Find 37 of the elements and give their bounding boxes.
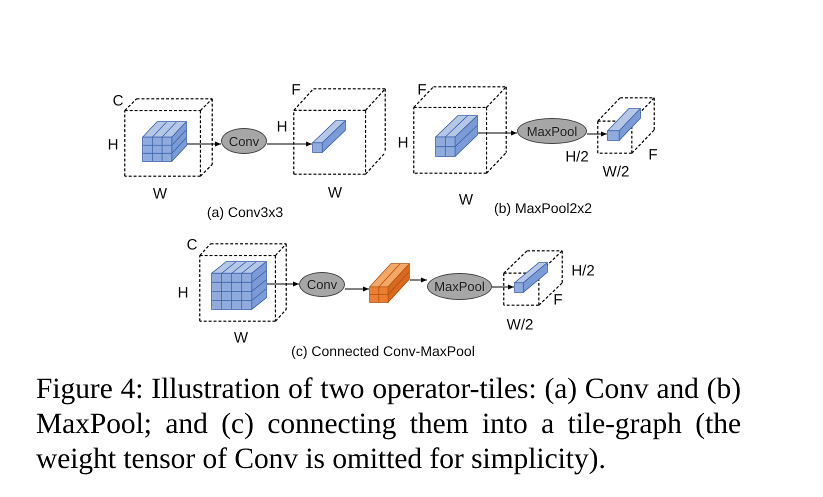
operator-ellipse [427, 273, 492, 300]
dimension-label: W [328, 184, 342, 202]
dimension-label: W [234, 330, 248, 346]
dimension-label: F [417, 82, 427, 98]
dimension-label: H/2 [571, 262, 595, 280]
arrow [267, 282, 299, 286]
dimension-label: W [458, 192, 474, 208]
arrow [492, 284, 514, 290]
dimension-label: W/2 [602, 164, 630, 180]
operator-label: MaxPool [526, 124, 578, 138]
operator-label: Conv [306, 277, 338, 292]
dimension-label: H/2 [565, 148, 589, 166]
dimension-label: H [108, 136, 118, 154]
dimension-label: H [178, 284, 188, 302]
panel-caption: (c) Connected Conv-MaxPool [291, 343, 475, 359]
panel-caption: (b) MaxPool2x2 [494, 200, 592, 216]
dimension-label: C [186, 236, 198, 254]
operator-label: MaxPool [434, 279, 485, 294]
dimension-label: F [291, 82, 301, 98]
dimension-label: W/2 [506, 316, 534, 334]
dimension-label: H [398, 134, 408, 152]
dimension-label: H [276, 118, 288, 136]
arrow [345, 286, 369, 292]
dimension-label: C [112, 92, 124, 110]
arrow [267, 142, 312, 146]
dimension-label: F [553, 292, 563, 308]
operator-ellipse [221, 128, 267, 154]
dimension-label: W [152, 186, 168, 202]
arrow [187, 142, 221, 146]
panel-caption: (a) Conv3x3 [206, 204, 284, 220]
operator-label: Conv [228, 134, 260, 148]
operator-ellipse [299, 272, 345, 297]
arrow [587, 132, 607, 136]
figure-caption: Figure 4: Illustration of two operator-tiles: (a) Conv and (b) MaxPool; and (c) connecting them into a tile-graph (the weight tensor of Conv is omitted for simplicity). [36, 372, 741, 477]
arrow [410, 278, 427, 282]
dimension-label: F [648, 146, 658, 164]
arrow [478, 130, 517, 136]
